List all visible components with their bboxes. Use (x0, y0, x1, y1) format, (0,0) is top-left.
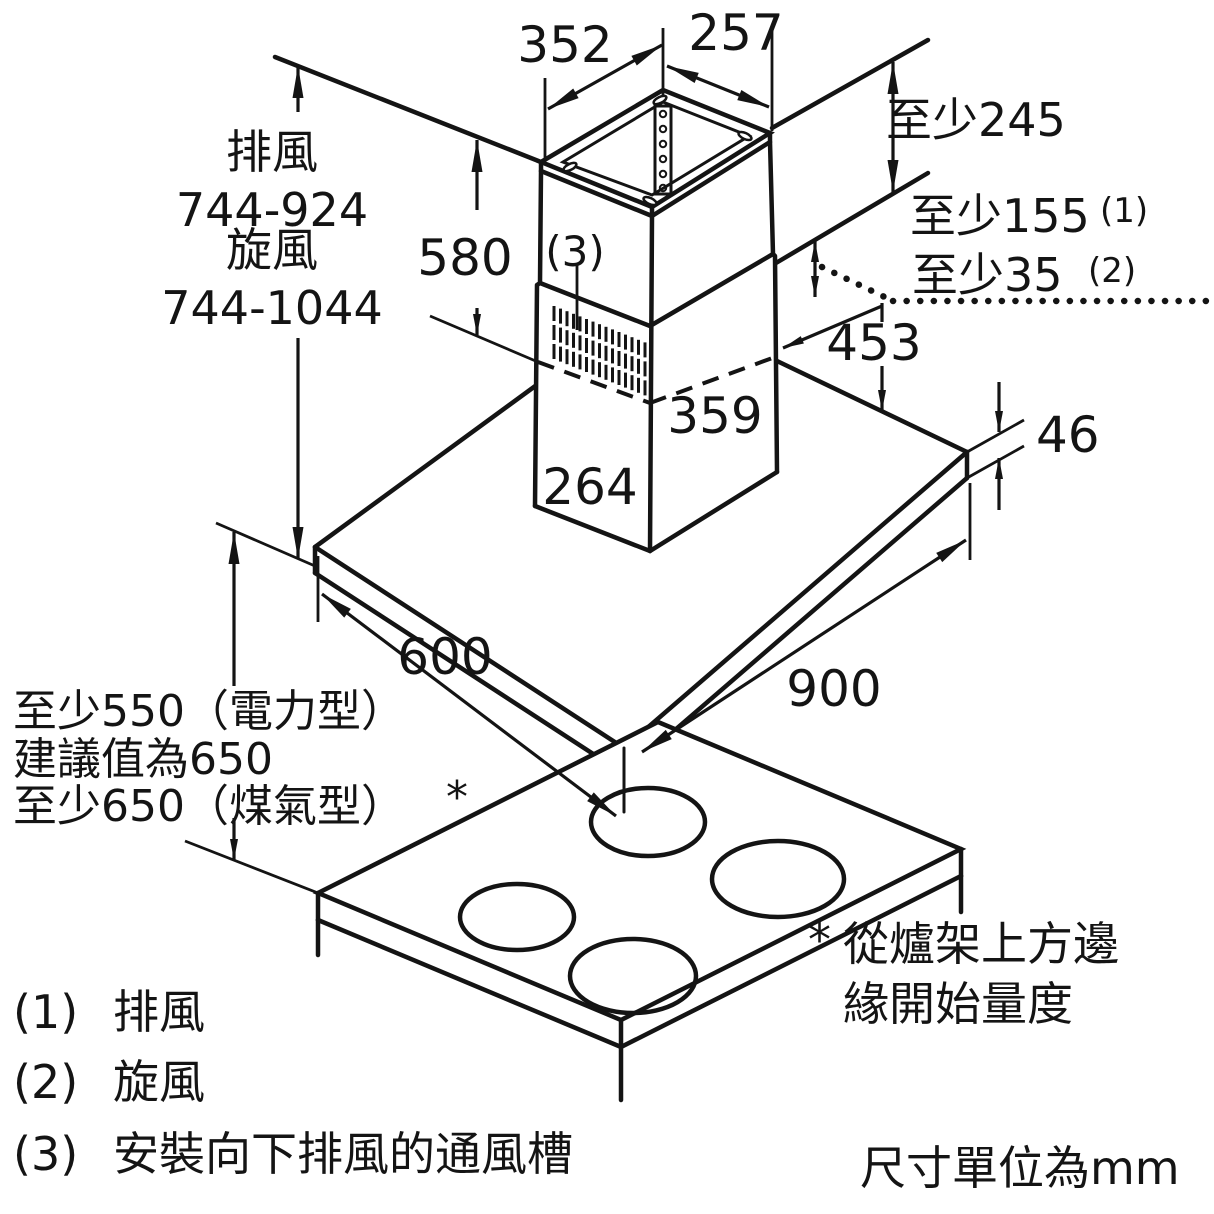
min-155-label: 至少155 (910, 189, 1090, 243)
dim-352-line (547, 43, 663, 111)
rail-holes (658, 109, 668, 193)
dim-359-label: 359 (667, 387, 762, 445)
grille (552, 306, 647, 396)
dashed-level-extension (429, 314, 539, 364)
dim-352-label: 352 (517, 16, 612, 74)
legend1-text: 排風 (113, 985, 205, 1039)
hob (184, 719, 967, 1103)
unit-note: 尺寸單位為mm (860, 1141, 1180, 1195)
clearance-line2: 建議值為650 (13, 734, 273, 785)
ceiling-lines (272, 37, 931, 266)
hob-extension-line (184, 839, 319, 895)
dim-600-label: 600 (397, 628, 492, 686)
dim-600-line (321, 592, 617, 818)
dim-453-leader (782, 304, 883, 350)
recirc-range: 744-1044 (161, 281, 382, 335)
min-35-label: 至少35 (912, 248, 1063, 302)
legend3-num: (3) (13, 1127, 78, 1181)
dim-46-label: 46 (1036, 406, 1100, 464)
legend2-num: (2) (13, 1055, 78, 1109)
hob-corner-edges (315, 846, 964, 1050)
exhaust-label: 排風 (226, 125, 318, 179)
dotted-level-diagonal (818, 263, 897, 305)
dim-264-label: 264 (542, 458, 637, 516)
canopy-back-left-edge (312, 381, 541, 550)
note-line1: 從爐架上方邊 (843, 917, 1119, 971)
canopy-back-right-edge (774, 358, 970, 455)
recirc-label: 旋風 (226, 223, 318, 277)
clearance-star: * (446, 772, 468, 823)
flange-underside (538, 130, 773, 219)
dimensions (228, 28, 1210, 860)
mounting-rail (653, 104, 673, 196)
dim-580-label: 580 (417, 229, 512, 287)
dim-900-line (641, 538, 967, 754)
min-35-sup: (2) (1088, 251, 1136, 291)
hob-corner-drop-lines (315, 873, 964, 1103)
ceiling-line-left (272, 54, 544, 165)
chimney-front-edge (647, 213, 655, 554)
dim-900-label: 900 (786, 660, 881, 718)
min-155-sup: (1) (1100, 191, 1148, 231)
legend3-text: 安裝向下排風的通風槽 (113, 1127, 573, 1181)
top-extension-lines (543, 28, 774, 160)
exhaust-range: 744-924 (176, 183, 368, 237)
legend2-text: 旋風 (113, 1055, 205, 1109)
min-245-label: 至少245 (886, 93, 1066, 147)
chimney (429, 87, 780, 554)
dim-257-label: 257 (688, 4, 783, 62)
burner-left (457, 881, 577, 953)
ceiling-line-right (769, 37, 931, 131)
dim-46-extensions (966, 418, 1025, 480)
burner-back (588, 785, 708, 859)
bracket-level-line (773, 170, 931, 266)
canopy-dim-ticks (316, 483, 972, 622)
burners (457, 785, 847, 1016)
hob-top-face (318, 722, 961, 1020)
burner-front (567, 936, 699, 1016)
clearance-line1: 至少550（電力型） (13, 686, 405, 737)
marker3-label: (3) (545, 227, 605, 276)
legend1-num: (1) (13, 985, 78, 1039)
burner-right (709, 838, 847, 920)
canopy-extension-line (215, 521, 316, 568)
labels: 352 257 排風 744-924 旋風 744-1044 580 (3) 3… (13, 4, 1180, 1195)
clearance-line3: 至少650（煤氣型） (13, 781, 405, 832)
chimney-seam (537, 251, 776, 329)
chimney-right-face (650, 142, 777, 551)
dim-257-line (666, 64, 770, 109)
hidden-edge-dashed (537, 355, 776, 405)
dim-453-label: 453 (826, 314, 921, 372)
note-star: * (808, 913, 831, 967)
note-line2: 緣開始量度 (843, 977, 1073, 1031)
